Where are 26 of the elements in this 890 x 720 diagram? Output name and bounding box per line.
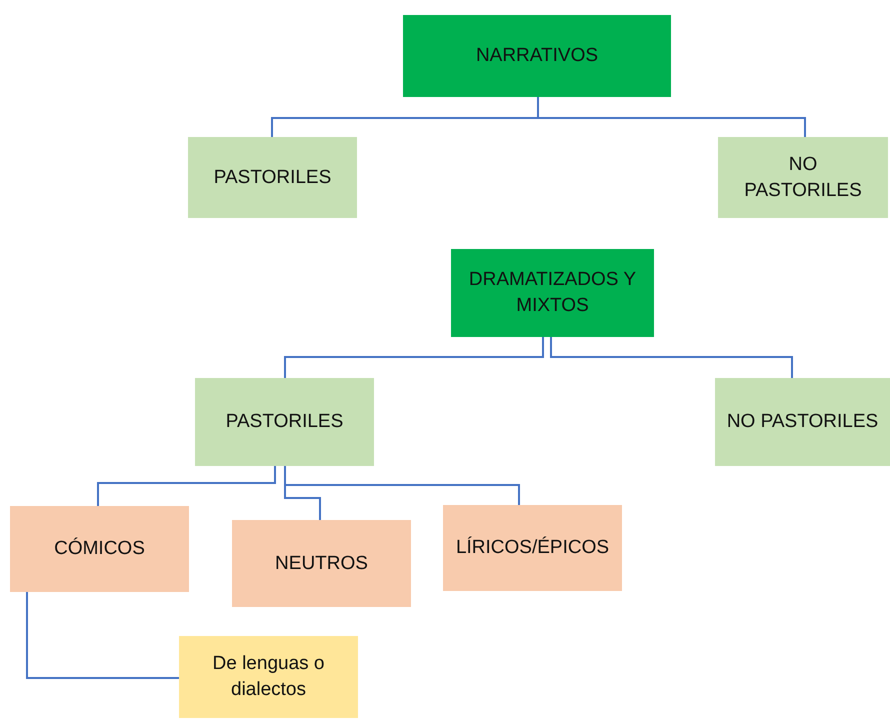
type-box	[10, 506, 189, 592]
node-label: DRAMATIZADOS Y MIXTOS	[468, 268, 638, 318]
type-box	[443, 505, 622, 591]
subcategory-box	[718, 137, 888, 218]
connector-line	[26, 592, 179, 679]
subcategory-box	[715, 378, 890, 466]
subcategory-box	[188, 137, 357, 218]
note-box	[179, 636, 358, 718]
node-label: CÓMICOS	[54, 536, 145, 562]
node-label: NARRATIVOS	[476, 44, 598, 68]
connector-line	[550, 337, 793, 378]
node-label: PASTORILES	[214, 166, 332, 190]
connector-line	[97, 466, 276, 506]
node-label: LÍRICOS/ÉPICOS	[456, 536, 610, 560]
category-box	[403, 15, 671, 97]
connector-line	[537, 97, 806, 137]
connector-line	[284, 337, 544, 378]
node-label: NO PASTORILES	[726, 410, 878, 434]
type-box	[232, 520, 411, 607]
subcategory-box	[195, 378, 374, 466]
node-label: PASTORILES	[226, 410, 344, 434]
node-label: NEUTROS	[275, 552, 368, 576]
node-label: De lenguas o dialectos	[212, 652, 326, 702]
category-box	[451, 249, 654, 337]
node-label: NO PASTORILES	[743, 152, 863, 202]
connector-line	[284, 466, 520, 505]
